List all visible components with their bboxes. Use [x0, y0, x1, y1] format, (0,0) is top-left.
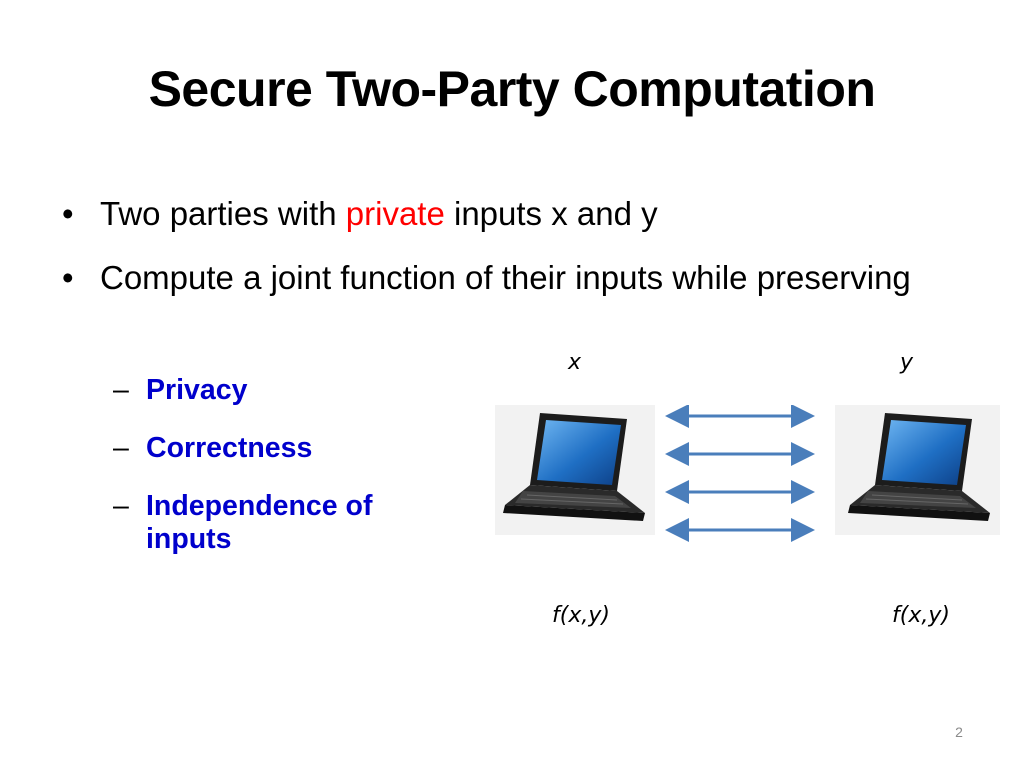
left-input-label: x: [568, 350, 582, 375]
bullet-marker: •: [62, 195, 74, 232]
bullet-marker: •: [62, 259, 74, 296]
bullet-highlight-private: private: [345, 195, 445, 232]
laptop-icon: [835, 405, 1000, 535]
laptop-icon: [495, 405, 655, 535]
sub-bullet-text: Correctness: [146, 432, 313, 464]
two-party-diagram: x y: [490, 345, 1010, 645]
bullet-text: Compute a joint function of their inputs…: [100, 259, 911, 296]
right-output-label: f(x,y): [892, 603, 950, 628]
arrows-group: [665, 405, 815, 542]
right-input-label: y: [900, 350, 914, 375]
bullet-text-after: inputs x and y: [444, 195, 658, 232]
sub-bullet-text: Independence of inputs: [146, 490, 373, 556]
page-number: 2: [955, 724, 963, 740]
left-output-label: f(x,y): [552, 603, 610, 628]
sub-bullet-marker: –: [113, 432, 129, 464]
slide-title: Secure Two-Party Computation: [148, 61, 876, 117]
sub-bullet-marker: –: [113, 374, 129, 406]
sub-bullet-text: Privacy: [146, 374, 248, 406]
sub-bullet-marker: –: [113, 490, 129, 522]
bullet-text: Two parties with private inputs x and y: [100, 192, 658, 236]
bullet-text-before: Two parties with: [100, 195, 346, 232]
